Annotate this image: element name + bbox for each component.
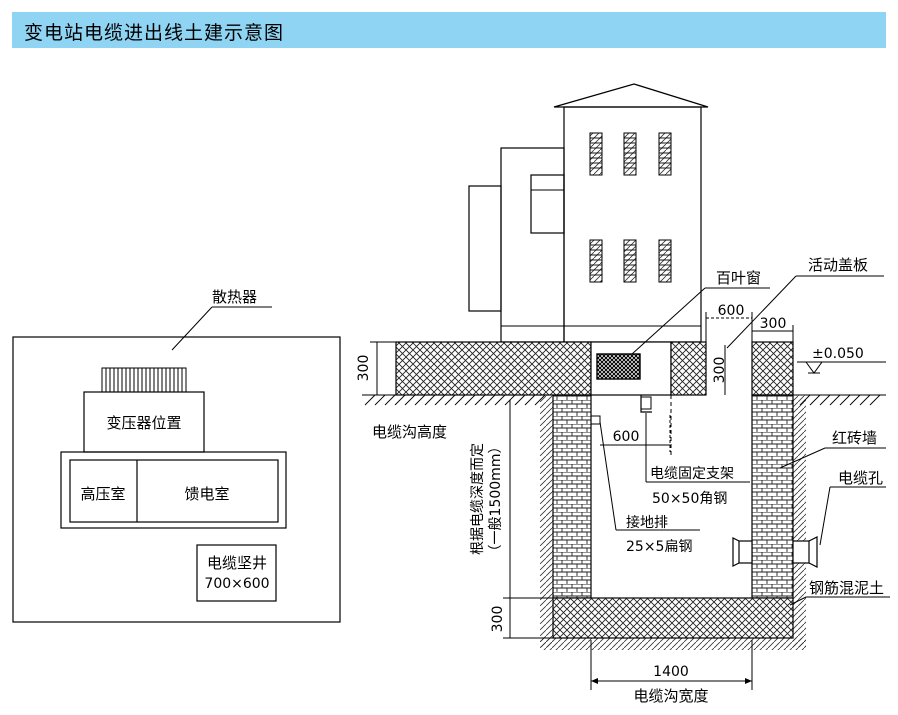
concrete-label: 钢筋混泥土 [809,579,884,597]
cable-shaft-box [196,544,277,602]
cable-hole-outer [792,540,810,564]
radiator [101,367,187,393]
bracket-label: 电缆固定支架 [650,466,734,482]
louver-label: 百叶窗 [716,269,761,287]
soil-left [540,395,553,647]
high-voltage-room-label: 高压室 [80,485,125,503]
louver-window [596,353,641,380]
brick-wall-label: 红砖墙 [832,429,877,447]
transformer-label: 变压器位置 [106,414,181,432]
cable-hole-inner [738,540,753,564]
elevation-marker [805,361,823,374]
ground-bar-spec: 25×5扁钢 [626,539,692,555]
ground-bar-label: 接地排 [626,514,668,531]
plan-outline [12,336,341,623]
foundation-right [670,341,707,396]
cable-hole-label: 电缆孔 [838,469,883,487]
trench-width-label: 电缆沟宽度 [633,687,708,705]
dim-300-bottom: 300 [490,606,506,633]
depth-label-line1: 根据电缆深度而定 [470,443,486,555]
foundation-left [395,341,592,396]
depth-label-line2: （一般1500mm） [488,440,504,559]
ground-bar [590,415,601,425]
trench-height-label: 电缆沟高度 [372,423,447,441]
side-window [530,174,565,234]
building-wing [468,185,502,312]
dim-300-left: 300 [356,355,372,382]
cable-shaft-size: 700×600 [204,576,269,592]
plan-view: 散热器 变压器位置 高压室 馈电室 电缆坚井 700×600 [12,288,341,623]
building-vents [589,132,672,283]
building-side [500,147,565,343]
dim-300-top: 300 [760,316,787,332]
soil-bottom [540,638,806,650]
feeder-room-label: 馈电室 [184,485,229,503]
cable-shaft-label: 电缆坚井 [207,554,267,572]
concrete-base [552,597,794,639]
radiator-label: 散热器 [212,288,257,306]
brick-wall-left [552,394,592,599]
soil-right [793,395,806,647]
cover-label: 活动盖板 [808,256,868,274]
switch-room-outer [60,451,287,529]
switch-room-inner [69,459,279,523]
wall-top-right [751,341,794,396]
dim-1400: 1400 [653,664,689,680]
dim-600-top: 600 [718,303,745,319]
brick-wall-right [751,394,794,599]
bracket-spec: 50×50角钢 [652,491,727,507]
dim-300-mid: 300 [712,357,728,384]
page-title: 变电站电缆进出线土建示意图 [24,22,285,44]
title-banner: 变电站电缆进出线土建示意图 [12,12,886,48]
building-roof [553,83,709,108]
radiator-fins [105,368,183,392]
section-view: ±0.050 600 300 百叶窗 活动盖板 300 300 电缆沟高度 60… [356,83,890,705]
dim-600-inner: 600 [613,429,640,445]
elevation-label: ±0.050 [812,346,864,362]
